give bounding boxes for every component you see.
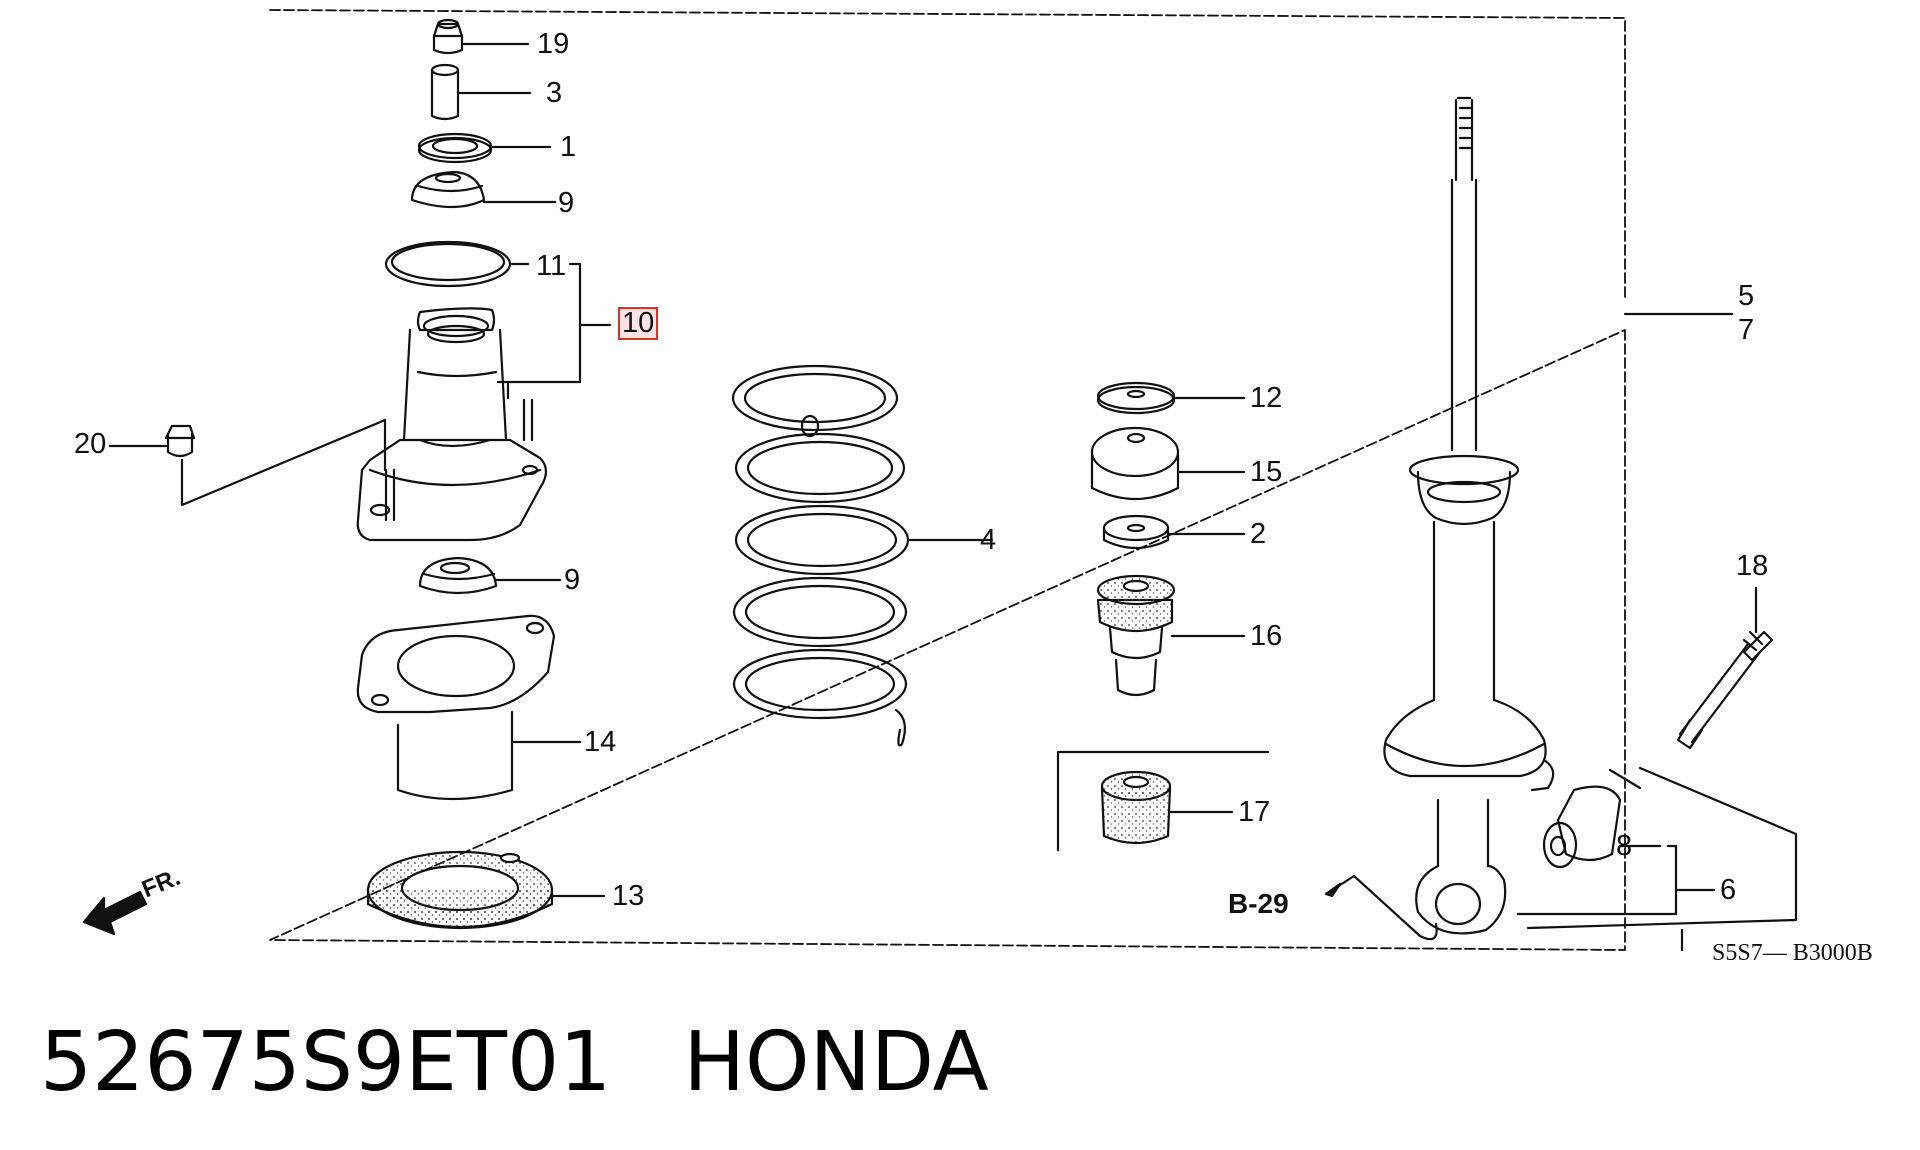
part-caption: 52675S9ET01 HONDA — [40, 1015, 989, 1110]
callout-5: 5 — [1738, 280, 1755, 312]
rear-bushing — [1544, 787, 1660, 867]
stopper-washer — [1098, 383, 1244, 413]
bump-stop-rubber — [1098, 576, 1244, 695]
callout-9-lower: 9 — [564, 564, 581, 596]
brand-name: HONDA — [683, 1015, 989, 1110]
callout-17: 17 — [1238, 796, 1271, 828]
callout-11: 11 — [536, 250, 567, 282]
callout-1: 1 — [560, 131, 577, 163]
callout-15: 15 — [1250, 456, 1283, 488]
drawing-code: S5S7— B3000B — [1712, 940, 1873, 966]
callout-13: 13 — [612, 880, 645, 912]
callout-12: 12 — [1250, 382, 1283, 414]
flange-nut-side — [110, 420, 385, 505]
callout-3: 3 — [546, 77, 563, 109]
front-arrow-icon — [84, 892, 146, 934]
rear-shock-mount — [358, 308, 546, 540]
lower-mount-bushing — [420, 558, 560, 593]
bump-stop-washer — [1104, 516, 1244, 548]
callout-19: 19 — [537, 28, 570, 60]
part-number: 52675S9ET01 — [40, 1015, 612, 1110]
callout-8: 8 — [1616, 830, 1633, 862]
callout-16: 16 — [1250, 620, 1283, 652]
o-ring — [386, 242, 610, 382]
callout-14: 14 — [584, 726, 617, 758]
washer-bearing — [419, 134, 550, 162]
shock-absorber — [1384, 98, 1553, 933]
callout-9-upper: 9 — [558, 187, 575, 219]
spring-seat-bracket — [358, 616, 580, 799]
callout-10-highlighted[interactable]: 10 — [617, 307, 659, 340]
collar — [432, 65, 530, 119]
callout-18: 18 — [1736, 550, 1769, 582]
callout-6: 6 — [1720, 874, 1737, 906]
callout-2: 2 — [1250, 518, 1267, 550]
callout-4: 4 — [980, 524, 997, 556]
callout-7: 7 — [1738, 314, 1755, 346]
upper-mount-bushing — [412, 172, 555, 207]
bump-stop-cap — [1092, 428, 1244, 499]
assembly-frame — [270, 10, 1625, 950]
reference-b29[interactable]: B-29 — [1228, 888, 1289, 919]
spring-pad — [368, 852, 604, 928]
frame-leader-lines — [1528, 768, 1796, 950]
coil-spring — [733, 366, 992, 745]
bushing-bracket-lead — [1518, 846, 1714, 914]
b29-arrow — [1326, 876, 1437, 939]
mounting-bolt — [1678, 588, 1772, 748]
flange-nut-top — [434, 20, 528, 53]
callout-20: 20 — [74, 428, 107, 460]
alternate-bump-stop — [1058, 752, 1268, 850]
